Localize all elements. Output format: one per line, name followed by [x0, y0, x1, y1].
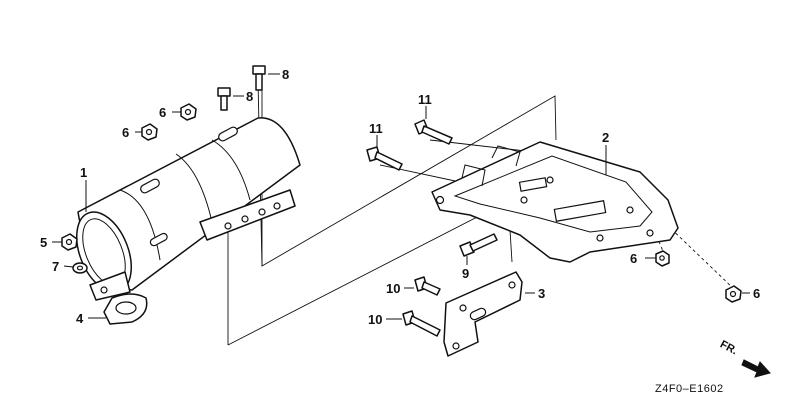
callout-9: 9 [462, 266, 469, 281]
nut-5 [61, 233, 78, 251]
callout-leaders [52, 73, 750, 320]
callout-8b: 8 [246, 89, 253, 104]
muffler-stay-bracket [443, 271, 523, 357]
callout-10a: 10 [386, 281, 400, 296]
front-direction-indicator: FR. [718, 338, 771, 378]
bolt-11a [414, 119, 453, 145]
bolt-9 [459, 233, 498, 257]
nut-6b [180, 103, 197, 121]
washer-7 [72, 262, 88, 274]
bolt-10a [414, 276, 441, 296]
callout-11b: 11 [369, 121, 383, 136]
diagram-code: Z4F0–E1602 [655, 383, 724, 395]
callout-7: 7 [52, 259, 59, 274]
callout-4: 4 [76, 311, 84, 326]
callout-8a: 8 [282, 67, 289, 82]
bolt-11b [366, 146, 403, 171]
nut-6c [655, 250, 670, 267]
callout-6a: 6 [122, 125, 129, 140]
nut-6a [141, 123, 158, 141]
callout-6b: 6 [159, 105, 166, 120]
direction-label: FR. [718, 338, 739, 357]
bolt-10b [402, 310, 441, 337]
bolt-8b [217, 87, 231, 111]
muffler-gasket [103, 293, 148, 325]
callout-11a: 11 [418, 92, 432, 107]
callout-3: 3 [538, 286, 545, 301]
protector-bracket-plate [431, 141, 679, 263]
nut-6d [725, 285, 742, 303]
callout-6d: 6 [753, 286, 760, 301]
callout-10b: 10 [368, 312, 382, 327]
callout-5: 5 [40, 235, 47, 250]
callout-6c: 6 [630, 251, 637, 266]
callout-1: 1 [80, 165, 87, 180]
arrow-right-down-icon [741, 359, 771, 378]
muffler-protector [75, 117, 301, 301]
bolt-8a [252, 65, 266, 91]
callout-2: 2 [602, 130, 609, 145]
